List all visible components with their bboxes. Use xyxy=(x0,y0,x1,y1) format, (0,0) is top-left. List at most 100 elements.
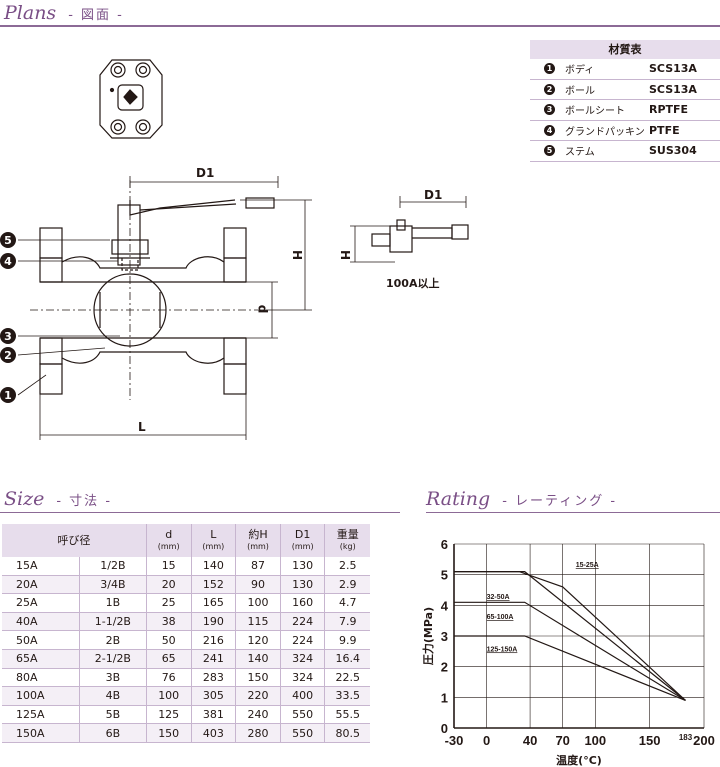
table-cell: 2.5 xyxy=(324,557,370,576)
valve-small-view xyxy=(350,196,469,263)
plans-section-title: Plans - 図面 - xyxy=(4,2,124,24)
materials-header: 材質表 xyxy=(530,40,720,59)
table-cell: 50 xyxy=(146,630,192,650)
table-cell: 280 xyxy=(235,723,281,743)
size-header-unit: (mm) xyxy=(247,541,269,551)
size-header-cell: 約H(mm) xyxy=(235,524,281,557)
table-cell: 76 xyxy=(146,668,192,688)
small-d1-label: D1 xyxy=(424,188,443,202)
rating-title-rule xyxy=(426,512,720,513)
materials-num: 5 xyxy=(544,145,555,157)
table-cell: 224 xyxy=(280,612,326,632)
callout-4: 4 xyxy=(0,253,16,269)
table-cell: 4.7 xyxy=(324,593,370,613)
callout-5: 5 xyxy=(0,232,16,248)
table-cell: 115 xyxy=(235,612,281,632)
size-header-unit: (mm) xyxy=(291,541,314,551)
table-cell: 160 xyxy=(280,593,326,613)
table-cell: 305 xyxy=(191,686,237,706)
table-cell: 550 xyxy=(280,723,326,743)
table-cell: 22.5 xyxy=(324,668,370,688)
table-cell: 33.5 xyxy=(324,686,370,706)
table-cell: 40A xyxy=(2,612,80,632)
size-header-label: 呼び径 xyxy=(57,533,91,547)
table-cell: 125 xyxy=(146,705,192,725)
table-cell: 165 xyxy=(191,593,237,613)
table-cell: 120 xyxy=(235,630,281,650)
chart-ytick-label: 5 xyxy=(441,568,448,583)
table-cell: 140 xyxy=(191,557,237,576)
valve-top-view xyxy=(99,59,163,139)
table-cell: 150 xyxy=(235,668,281,688)
dim-l-label: L xyxy=(138,420,146,434)
size-header-cell: 呼び径 xyxy=(2,524,147,557)
table-cell: 9.9 xyxy=(324,630,370,650)
chart-series-label: 125-150A xyxy=(487,646,518,653)
size-section-title: Size - 寸法 - xyxy=(4,488,112,510)
plans-title-rule xyxy=(0,25,720,27)
table-cell: 100A xyxy=(2,686,80,706)
table-cell: 65 xyxy=(146,649,192,669)
table-cell: 3/4B xyxy=(79,575,147,595)
callout-3: 3 xyxy=(0,328,16,344)
table-cell: 3B xyxy=(79,668,147,688)
table-cell: 216 xyxy=(191,630,237,650)
chart-xtick-label: 0 xyxy=(483,733,490,748)
materials-material: RPTFE xyxy=(649,103,689,117)
materials-part: ボールシート xyxy=(565,106,625,118)
table-cell: 15 xyxy=(146,557,192,576)
chart-ytick-label: 0 xyxy=(441,721,448,736)
chart-ytick-label: 2 xyxy=(441,660,448,675)
plans-title: Plans xyxy=(4,2,57,24)
table-cell: 87 xyxy=(235,557,281,576)
chart-series-label: 65-100A xyxy=(487,614,514,621)
dim-d-label: d xyxy=(255,304,270,314)
table-cell: 20A xyxy=(2,575,80,595)
table-cell: 1/2B xyxy=(79,557,147,576)
chart-series-label: 32-50A xyxy=(487,594,510,601)
size-title: Size xyxy=(4,488,45,510)
table-cell: 2B xyxy=(79,630,147,650)
rating-section-title: Rating - レーティング - xyxy=(426,488,617,510)
chart-ytick-label: 3 xyxy=(441,629,448,644)
materials-part: ステム xyxy=(565,147,595,159)
table-cell: 130 xyxy=(280,575,326,595)
size-header-unit: (mm) xyxy=(157,541,180,551)
table-cell: 25 xyxy=(146,593,192,613)
table-cell: 2.9 xyxy=(324,575,370,595)
table-cell: 150 xyxy=(146,723,192,743)
size-header-label: 重量 xyxy=(336,527,359,541)
table-cell: 100 xyxy=(146,686,192,706)
size-header-cell: L(mm) xyxy=(191,524,237,557)
table-cell: 2-1/2B xyxy=(79,649,147,669)
materials-num: 2 xyxy=(544,83,555,95)
chart-xtick-label: 150 xyxy=(639,733,661,748)
table-cell: 4B xyxy=(79,686,147,706)
size-title-rule xyxy=(0,512,400,513)
table-cell: 224 xyxy=(280,630,326,650)
rating-subtitle: - レーティング - xyxy=(502,494,618,509)
size-header-cell: 重量(kg) xyxy=(324,524,370,557)
table-cell: 90 xyxy=(235,575,281,595)
table-cell: 125A xyxy=(2,705,80,725)
materials-part: ボール xyxy=(565,85,595,97)
chart-xtick-label: 40 xyxy=(523,733,537,748)
table-cell: 130 xyxy=(280,557,326,576)
chart-xtick-label: 100 xyxy=(584,733,606,748)
table-cell: 283 xyxy=(191,668,237,688)
chart-ytick-label: 6 xyxy=(441,537,448,552)
materials-material: SUS304 xyxy=(649,144,697,158)
size-header-cell: d(mm) xyxy=(146,524,192,557)
